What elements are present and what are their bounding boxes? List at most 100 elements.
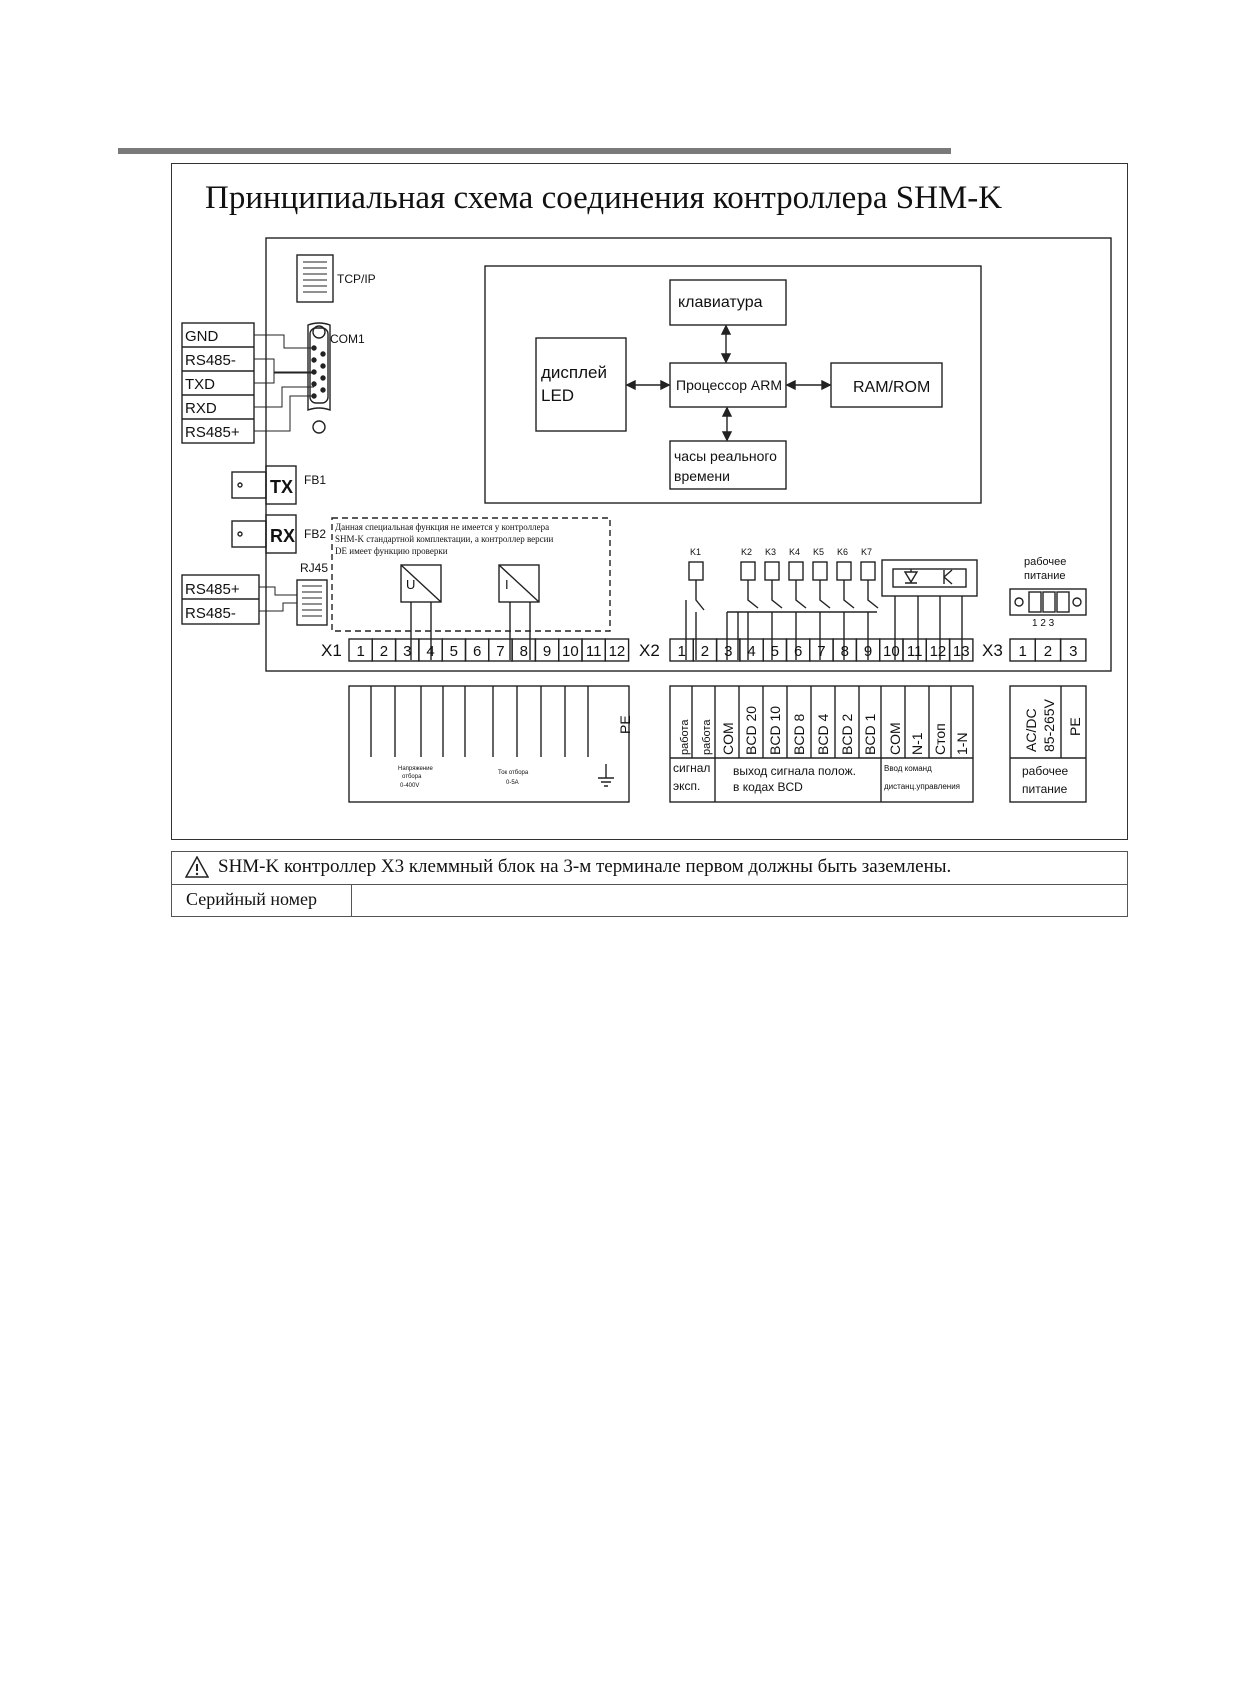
x2-group3-caption-1: Ввод команд xyxy=(884,764,932,773)
x3-label: X3 xyxy=(982,641,1003,660)
relay-k7: K7 xyxy=(861,547,872,557)
relay-k2: K2 xyxy=(741,547,752,557)
warning-text: SHM-K контроллер X3 клеммный блок на 3-м… xyxy=(218,856,952,877)
fb2-label: FB2 xyxy=(304,527,326,541)
x2-terminal-4: 4 xyxy=(747,643,755,660)
x2-group2-caption-1: выход сигнала полож. xyxy=(733,764,856,778)
cpu-label: Процессор ARM xyxy=(676,377,782,393)
x1-terminal-10: 10 xyxy=(562,643,579,660)
x1-terminal-3: 3 xyxy=(403,643,411,660)
warning-table: SHM-K контроллер X3 клеммный блок на 3-м… xyxy=(171,851,1128,917)
x1-cell xyxy=(604,638,630,662)
keyboard-block xyxy=(669,279,787,326)
fb1-label: FB1 xyxy=(304,473,326,487)
power-connector xyxy=(1009,588,1087,616)
current-symbol: I xyxy=(505,577,509,592)
rj45-signal-plus: RS485+ xyxy=(185,581,240,598)
x1-terminal-9: 9 xyxy=(543,643,551,660)
x2-signal-2: работа xyxy=(701,719,713,755)
x2-group1-caption-1: сигнал xyxy=(673,761,710,775)
com1-signal-rxd: RXD xyxy=(185,400,217,417)
current-transducer xyxy=(498,564,540,660)
x2-signal-5: BCD 10 xyxy=(767,706,783,755)
x2-terminal-13: 13 xyxy=(953,643,970,660)
x3-cell xyxy=(1059,638,1087,662)
x1-pe-label: PE xyxy=(617,715,633,734)
x2-terminal-8: 8 xyxy=(841,643,849,660)
x2-signal-11: N-1 xyxy=(909,732,925,755)
controller-board xyxy=(265,237,1112,672)
com1-signal-gnd: GND xyxy=(185,328,219,345)
x2-signal-8: BCD 2 xyxy=(839,714,855,755)
x1-terminal-5: 5 xyxy=(450,643,458,660)
x1-voltage-caption-1: Напряжение xyxy=(398,766,433,772)
keyboard-label: клавиатура xyxy=(678,294,763,311)
diagram-frame xyxy=(171,163,1128,840)
voltage-transducer xyxy=(400,564,442,660)
clock-label-2: времени xyxy=(674,468,730,484)
x1-voltage-caption-2: отбора xyxy=(402,774,422,780)
memory-label: RAM/ROM xyxy=(853,379,930,396)
x1-voltage-caption-3: 0-400V xyxy=(400,783,419,789)
relay-k6: K6 xyxy=(837,547,848,557)
x2-terminal-5: 5 xyxy=(771,643,779,660)
warning-row: SHM-K контроллер X3 клеммный блок на 3-м… xyxy=(172,852,1127,885)
power-top-label-2: питание xyxy=(1024,570,1065,582)
warning-triangle-icon xyxy=(185,856,209,878)
x3-terminal-3: 3 xyxy=(1069,643,1077,660)
x3-power-label-1: AC/DC xyxy=(1023,708,1039,752)
opto-input-block xyxy=(881,559,978,660)
x2-signal-13: 1-N xyxy=(954,732,970,755)
x2-terminal-7: 7 xyxy=(817,643,825,660)
x1-terminal-11: 11 xyxy=(586,643,602,660)
fiber-tx-port xyxy=(231,465,297,505)
relay-k3: K3 xyxy=(765,547,776,557)
display-label-1: дисплей xyxy=(541,363,607,382)
x2-signal-6: BCD 8 xyxy=(791,714,807,755)
relay-k4: K4 xyxy=(789,547,800,557)
fiber-rx-port xyxy=(231,514,297,554)
top-rule xyxy=(118,148,951,154)
x2-cell xyxy=(948,638,974,662)
com1-signal-rs485-plus: RS485+ xyxy=(185,424,240,441)
x1-terminal-4: 4 xyxy=(426,643,434,660)
x2-terminal-1: 1 xyxy=(677,643,685,660)
display-block xyxy=(535,337,627,432)
relay-contacts xyxy=(685,561,879,660)
display-label-2: LED xyxy=(541,386,574,405)
voltage-symbol: U xyxy=(406,577,415,592)
x1-terminal-7: 7 xyxy=(496,643,504,660)
x2-terminal-3: 3 xyxy=(724,643,732,660)
x3-power-label-2: 85-265V xyxy=(1041,698,1057,752)
power-top-label-1: рабочее xyxy=(1024,556,1066,568)
power-top-pins: 1 2 3 xyxy=(1032,618,1055,629)
x2-terminal-11: 11 xyxy=(907,643,923,660)
x2-terminal-12: 12 xyxy=(930,643,947,660)
x1-terminal-6: 6 xyxy=(473,643,481,660)
com1-label: COM1 xyxy=(330,332,365,346)
serial-number-label: Серийный номер xyxy=(172,885,352,916)
x2-signal-1: работа xyxy=(679,719,691,755)
x1-label: X1 xyxy=(321,641,342,660)
x2-wiring-box xyxy=(669,685,974,803)
x1-terminal-8: 8 xyxy=(520,643,528,660)
tx-label: TX xyxy=(270,477,293,497)
x2-signal-3: COM xyxy=(720,722,736,755)
x2-group3-caption-2: дистанц.управления xyxy=(884,782,960,791)
serial-number-field[interactable] xyxy=(354,885,1127,916)
bus-arrows xyxy=(625,324,832,442)
rj45-jack xyxy=(181,574,328,626)
x3-pe-label: PE xyxy=(1067,717,1083,736)
x1-wiring-box xyxy=(348,685,630,803)
x3-caption-2: питание xyxy=(1022,782,1068,796)
relay-k5: K5 xyxy=(813,547,824,557)
x3-terminal-2: 2 xyxy=(1044,643,1052,660)
x2-signal-4: BCD 20 xyxy=(743,706,759,755)
x2-terminal-6: 6 xyxy=(794,643,802,660)
x3-terminal-1: 1 xyxy=(1018,643,1026,660)
clock-block xyxy=(669,440,787,490)
clock-label-1: часы реального xyxy=(674,448,777,464)
tcpip-jack xyxy=(296,254,334,303)
